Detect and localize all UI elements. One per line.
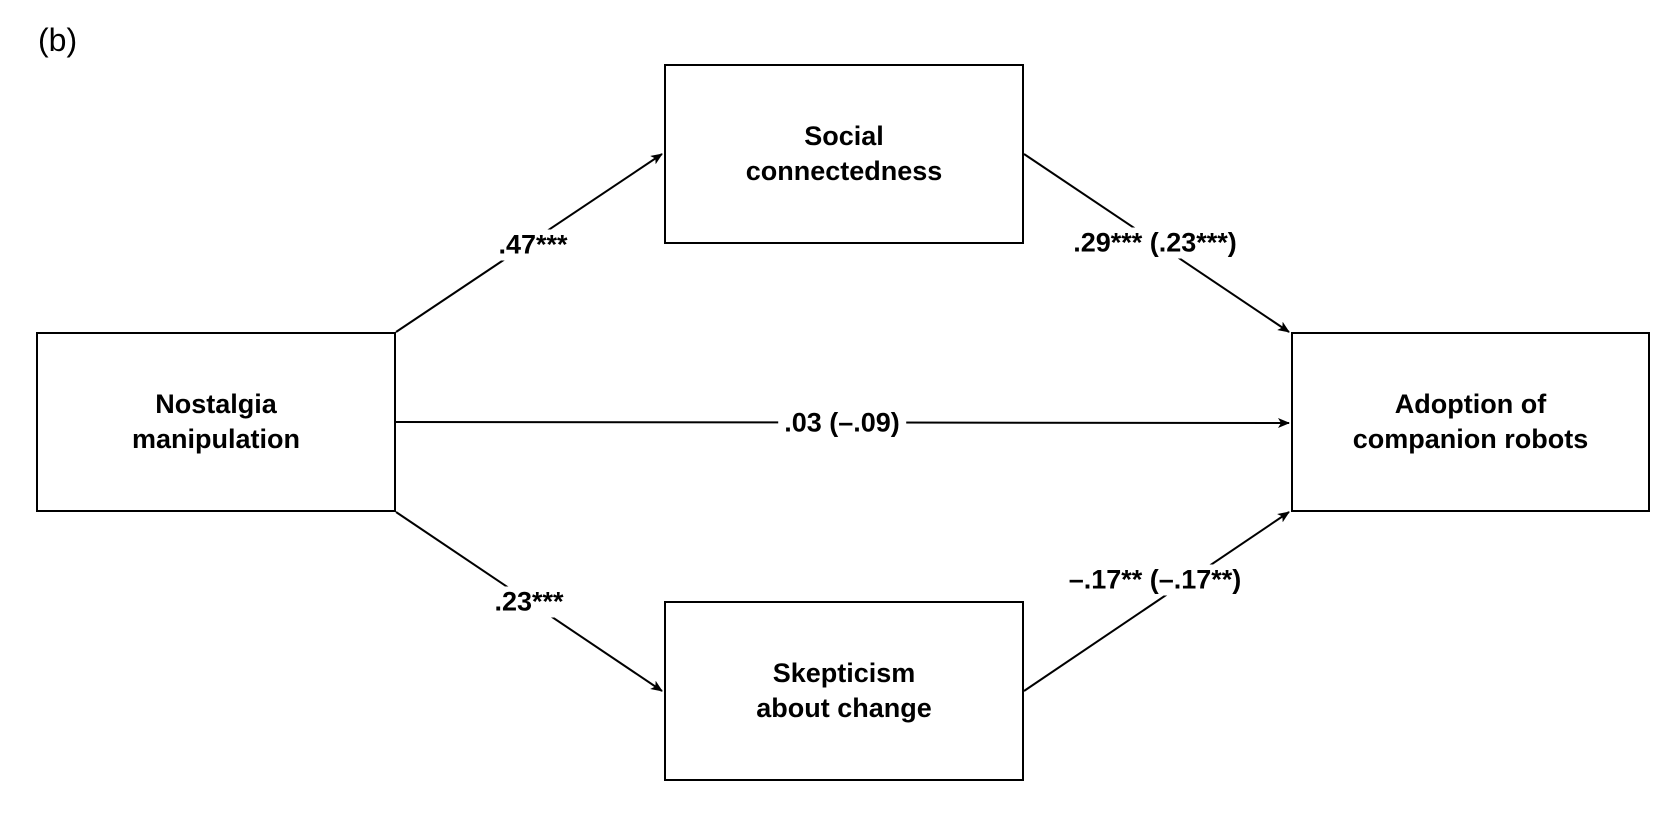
node-social-line1: Social bbox=[804, 121, 884, 151]
node-social-line2: connectedness bbox=[745, 156, 943, 186]
path-label-nostalgia-to-social: .47*** bbox=[492, 229, 574, 261]
node-social-label: Social connectedness bbox=[746, 119, 943, 189]
arrow-skepticism-to-adoption bbox=[1023, 511, 1290, 692]
node-nostalgia-line2: manipulation bbox=[132, 424, 300, 454]
node-skepticism-line1: Skepticism bbox=[772, 658, 916, 688]
node-skepticism-about-change: Skepticism about change bbox=[664, 601, 1024, 781]
node-nostalgia-label: Nostalgia manipulation bbox=[132, 387, 300, 457]
path-label-skepticism-to-adoption: –.17** (–.17**) bbox=[1062, 564, 1248, 596]
node-adoption-line1: Adoption of bbox=[1394, 389, 1547, 419]
node-skepticism-label: Skepticism about change bbox=[756, 656, 932, 726]
node-social-connectedness: Social connectedness bbox=[664, 64, 1024, 244]
node-adoption-label: Adoption of companion robots bbox=[1353, 387, 1589, 457]
node-adoption-of-companion-robots: Adoption of companion robots bbox=[1291, 332, 1650, 512]
node-adoption-line2: companion robots bbox=[1352, 424, 1589, 454]
node-nostalgia-manipulation: Nostalgia manipulation bbox=[36, 332, 396, 512]
path-label-nostalgia-to-adoption: .03 (–.09) bbox=[778, 407, 906, 439]
path-label-nostalgia-to-skepticism: .23*** bbox=[488, 586, 570, 618]
path-label-social-to-adoption: .29*** (.23***) bbox=[1067, 227, 1243, 259]
node-nostalgia-line1: Nostalgia bbox=[155, 389, 277, 419]
node-skepticism-line2: about change bbox=[756, 693, 932, 723]
panel-label: (b) bbox=[38, 22, 78, 58]
